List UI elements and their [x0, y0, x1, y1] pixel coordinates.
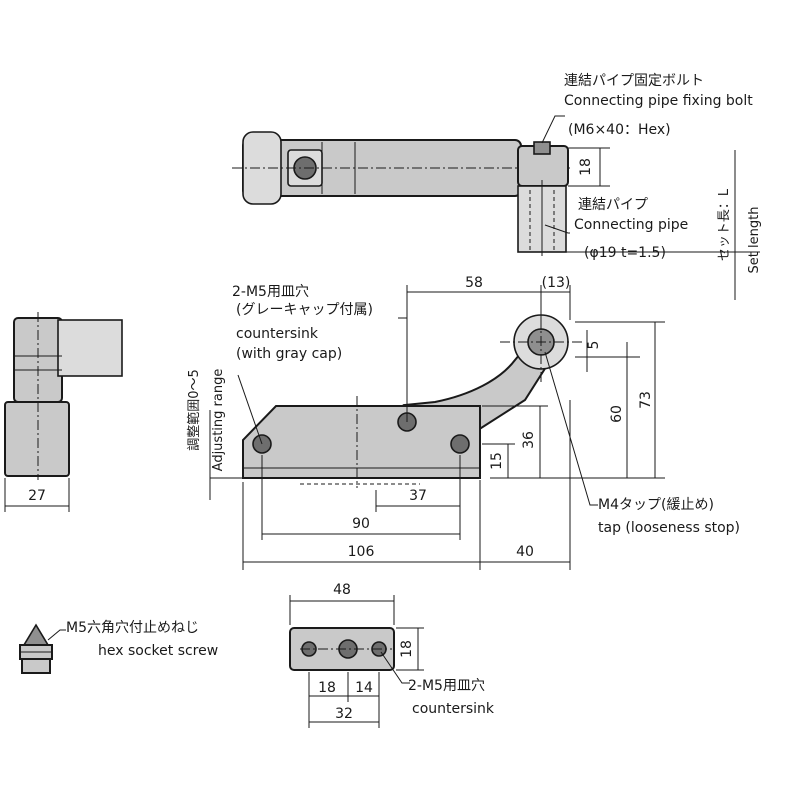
- set-length-en: Set length: [747, 207, 762, 274]
- side-view-pipe: [57, 319, 123, 377]
- set-length-jp: セット長：L: [717, 188, 732, 261]
- dim-18-top: 18: [578, 158, 594, 176]
- hex-screw-en: hex socket screw: [98, 643, 218, 659]
- dim-73: 73: [638, 391, 654, 409]
- pipe-label-en: Connecting pipe: [574, 217, 688, 233]
- tap-label-jp: M4タップ(緩止め): [598, 497, 714, 513]
- countersink2-en: countersink: [412, 701, 495, 717]
- countersink-label-en: countersink: [236, 326, 319, 342]
- dim-58: 58: [465, 275, 483, 291]
- pipe-spec: (φ19 t=1.5): [584, 245, 666, 261]
- front-view-base: [242, 405, 481, 479]
- dim-18-holes: 18: [318, 680, 336, 696]
- dim-90: 90: [352, 516, 370, 532]
- dim-27: 27: [28, 488, 46, 504]
- countersink-hole-right-icon: [450, 434, 470, 454]
- dim-40: 40: [516, 544, 534, 560]
- dim-48: 48: [333, 582, 351, 598]
- dim-18-plate: 18: [399, 640, 415, 658]
- countersink2-jp: 2-M5用皿穴: [408, 678, 485, 694]
- dim-37: 37: [409, 488, 427, 504]
- hex-socket-screw-icon: [19, 623, 66, 674]
- bolt-label-en: Connecting pipe fixing bolt: [564, 93, 753, 109]
- pipe-label-jp: 連結パイプ: [578, 197, 648, 213]
- fixing-bolt-icon: [533, 141, 551, 155]
- adjust-range-en: Adjusting range: [211, 369, 226, 472]
- bolt-label-jp: 連結パイプ固定ボルト: [564, 73, 704, 89]
- dim-106: 106: [348, 544, 375, 560]
- dim-32: 32: [335, 706, 353, 722]
- hex-screw-jp: M5六角穴付止めねじ: [66, 620, 199, 636]
- front-view: [209, 285, 665, 570]
- dim-60: 60: [609, 405, 625, 423]
- dim-36: 36: [521, 431, 537, 449]
- bolt-spec: (M6×40：Hex): [568, 122, 671, 138]
- countersink-gray-jp: 2-M5用皿穴: [232, 284, 309, 300]
- side-view-base: [4, 401, 70, 477]
- top-view: 18 セット長：L Set length: [232, 115, 762, 300]
- plate-view: [289, 595, 424, 728]
- gray-cap-jp: (グレーキャップ付属): [236, 302, 373, 318]
- side-view: [4, 312, 123, 512]
- adjust-range-jp: 調整範囲0～5: [187, 369, 202, 451]
- gray-cap-en: (with gray cap): [236, 346, 342, 362]
- dim-14: 14: [355, 680, 373, 696]
- dim-15: 15: [489, 452, 505, 470]
- dim-5: 5: [586, 341, 602, 350]
- tap-label-en: tap (looseness stop): [598, 520, 740, 536]
- dim-13: (13): [542, 275, 571, 291]
